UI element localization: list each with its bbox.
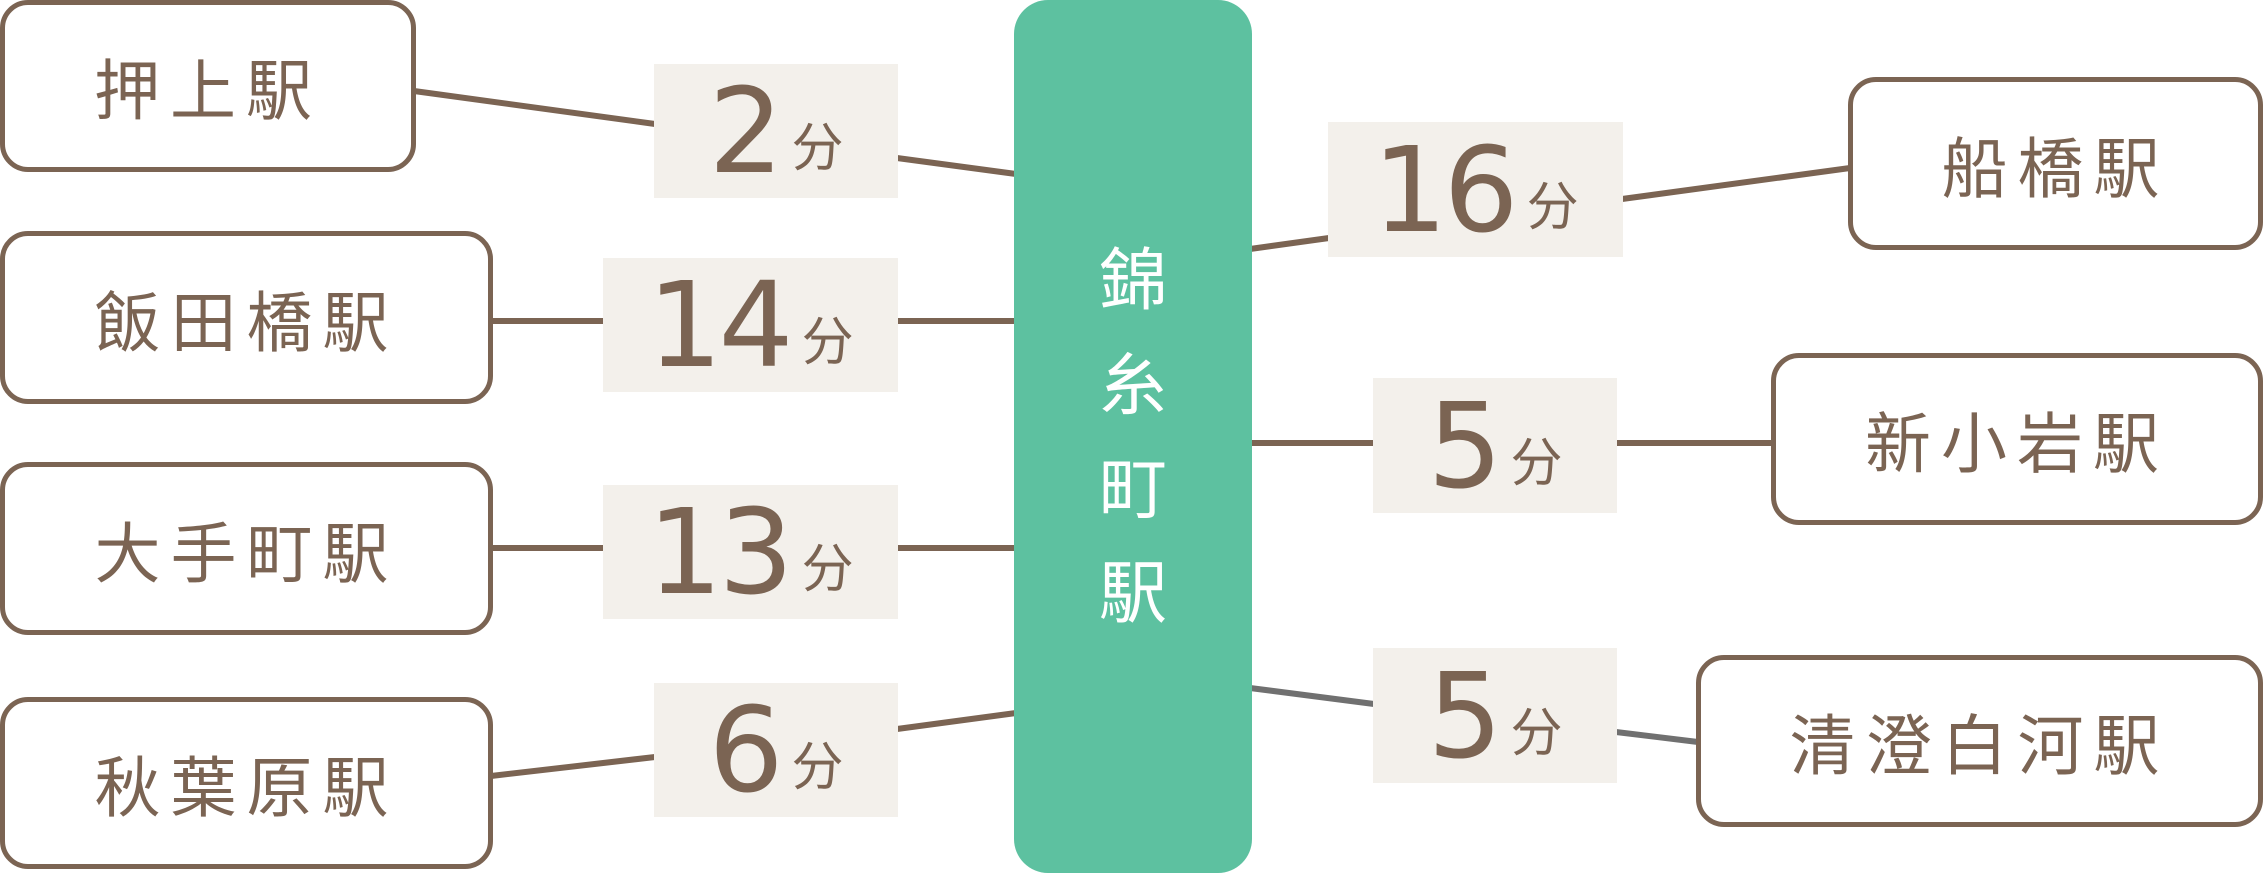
station-box-akihabara: 秋葉原駅 (0, 697, 493, 869)
travel-time-shinkoiwa: 5 分 (1373, 378, 1617, 513)
minutes-value: 5 (1427, 646, 1502, 785)
hub-char: 錦 (1098, 242, 1167, 321)
minutes-unit: 分 (791, 119, 844, 179)
station-label: 船橋駅 (1941, 130, 2170, 208)
hub-char: 駅 (1098, 555, 1167, 634)
station-label: 飯田橋駅 (94, 284, 399, 362)
station-box-kiyosumi-shirakawa: 清澄白河駅 (1696, 655, 2263, 827)
connector-akihabara-a (490, 754, 656, 779)
station-box-oshiage: 押上駅 (0, 0, 416, 172)
station-label: 大手町駅 (94, 515, 399, 593)
station-label: 清澄白河駅 (1789, 708, 2170, 785)
minutes-value: 13 (647, 483, 793, 621)
minutes-value: 5 (1427, 376, 1502, 515)
minutes-value: 16 (1372, 120, 1518, 259)
station-box-iidabashi: 飯田橋駅 (0, 231, 493, 404)
station-label: 新小岩駅 (1865, 406, 2169, 483)
minutes-unit: 分 (801, 540, 854, 600)
connector-akihabara-b (896, 710, 1017, 732)
minutes-unit: 分 (1510, 703, 1563, 764)
station-box-otemachi: 大手町駅 (0, 462, 493, 635)
travel-time-funabashi: 16 分 (1328, 122, 1623, 257)
travel-time-akihabara: 6 分 (654, 683, 898, 817)
minutes-unit: 分 (1510, 433, 1563, 494)
hub-char: 町 (1098, 451, 1167, 530)
connector-oshiage-a (413, 88, 656, 127)
travel-time-kiyosumi-shirakawa: 5 分 (1373, 648, 1617, 783)
minutes-unit: 分 (801, 313, 854, 373)
travel-time-iidabashi: 14 分 (603, 258, 898, 392)
minutes-value: 2 (708, 62, 783, 200)
minutes-unit: 分 (791, 738, 844, 798)
connector-funabashi-a (1249, 235, 1330, 252)
minutes-unit: 分 (1526, 177, 1579, 238)
station-label: 秋葉原駅 (94, 750, 399, 827)
minutes-value: 6 (708, 681, 783, 819)
connector-kiyosumi-a (1249, 685, 1375, 707)
station-label: 押上駅 (94, 53, 322, 130)
connector-kiyosumi-b (1615, 729, 1699, 745)
station-box-shinkoiwa: 新小岩駅 (1771, 353, 2263, 525)
hub-station-kinshicho: 錦 糸 町 駅 (1014, 0, 1252, 873)
minutes-value: 14 (647, 256, 793, 394)
travel-time-otemachi: 13 分 (603, 485, 898, 619)
hub-char: 糸 (1098, 347, 1167, 426)
connector-funabashi-b (1621, 165, 1851, 202)
station-box-funabashi: 船橋駅 (1848, 77, 2263, 250)
travel-time-oshiage: 2 分 (654, 64, 898, 198)
connector-oshiage-b (896, 155, 1017, 177)
